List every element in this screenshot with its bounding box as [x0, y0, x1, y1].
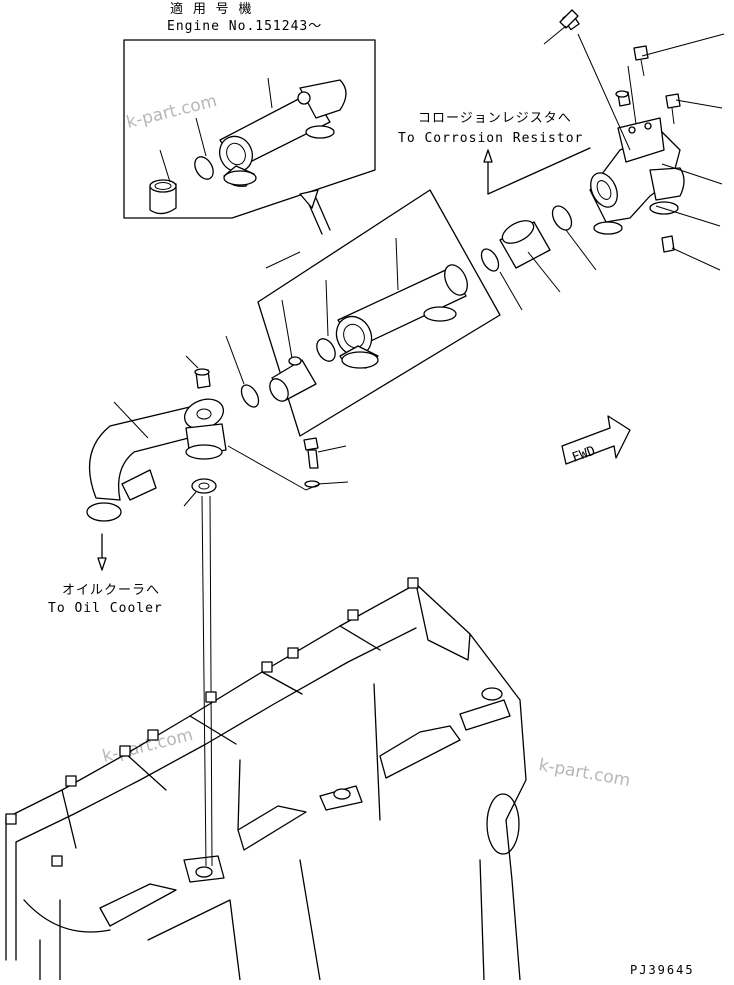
leader-line — [113, 401, 149, 439]
oil-cooler-jp: オイルクーラへ — [62, 583, 160, 598]
block-bolts — [5, 577, 503, 878]
leader-line — [395, 237, 399, 291]
leader-line — [183, 491, 197, 507]
leader-line — [209, 495, 213, 867]
inset-o-ring — [194, 156, 214, 180]
leader-line — [577, 33, 631, 151]
inset-arrow — [299, 189, 331, 235]
leader-line — [265, 251, 301, 269]
corrosion-arrow — [483, 147, 591, 195]
plug — [661, 235, 675, 253]
leader-line — [225, 335, 245, 385]
leader-line — [159, 149, 171, 183]
leader-line — [317, 445, 347, 453]
oil-cooler-en: To Oil Cooler — [48, 601, 163, 616]
mounting-bolt — [303, 437, 319, 469]
leader-line — [325, 279, 329, 337]
o-ring — [240, 384, 260, 408]
leader-line — [661, 163, 723, 185]
engine-block — [5, 577, 527, 981]
leader-line — [267, 77, 273, 109]
connector-sleeve — [499, 220, 551, 269]
leader-line — [675, 99, 723, 109]
applicable-engine-jp: 適 用 号 機 — [170, 1, 252, 17]
leader-line — [317, 481, 349, 485]
leader-line — [281, 299, 293, 359]
leader-line — [655, 205, 721, 227]
plug — [615, 90, 631, 107]
bolt — [633, 45, 649, 77]
leader-line — [499, 271, 523, 311]
leader-line — [185, 355, 199, 369]
water-tube — [335, 264, 468, 369]
leader-line — [641, 33, 725, 57]
applicable-engine-en: Engine No.151243～ — [167, 19, 322, 34]
leader-line — [565, 229, 597, 271]
bolt — [665, 93, 681, 125]
inset-tube — [218, 79, 347, 187]
elbow-pipe — [86, 398, 227, 522]
leader-line — [543, 25, 567, 45]
watermark: k-part.com — [537, 755, 632, 791]
gasket — [191, 478, 217, 494]
fwd-arrow: FWD — [561, 415, 631, 466]
leader-line — [671, 247, 721, 271]
hollow-screw — [559, 9, 580, 31]
resistor-head — [589, 117, 685, 235]
washer — [304, 480, 320, 488]
leader-line — [227, 445, 321, 491]
o-ring — [316, 338, 336, 362]
corrosion-en: To Corrosion Resistor — [398, 131, 583, 146]
leader-line — [201, 495, 207, 867]
drawing-code: PJ39645 — [630, 963, 695, 977]
leader-line — [627, 65, 637, 125]
inset-sleeve — [149, 179, 177, 215]
leader-line — [527, 251, 561, 293]
o-ring — [551, 205, 573, 231]
o-ring — [480, 248, 500, 272]
elbow-plug — [194, 368, 211, 389]
watermark: k-part.com — [124, 91, 219, 133]
inset-box: 適 用 号 機 Engine No.151243～ — [123, 1, 376, 219]
oil-cooler-arrow — [97, 533, 107, 571]
sleeve-with-port — [269, 356, 317, 402]
leader-line — [195, 117, 207, 157]
corrosion-jp: コロージョンレジスタへ — [418, 111, 572, 126]
